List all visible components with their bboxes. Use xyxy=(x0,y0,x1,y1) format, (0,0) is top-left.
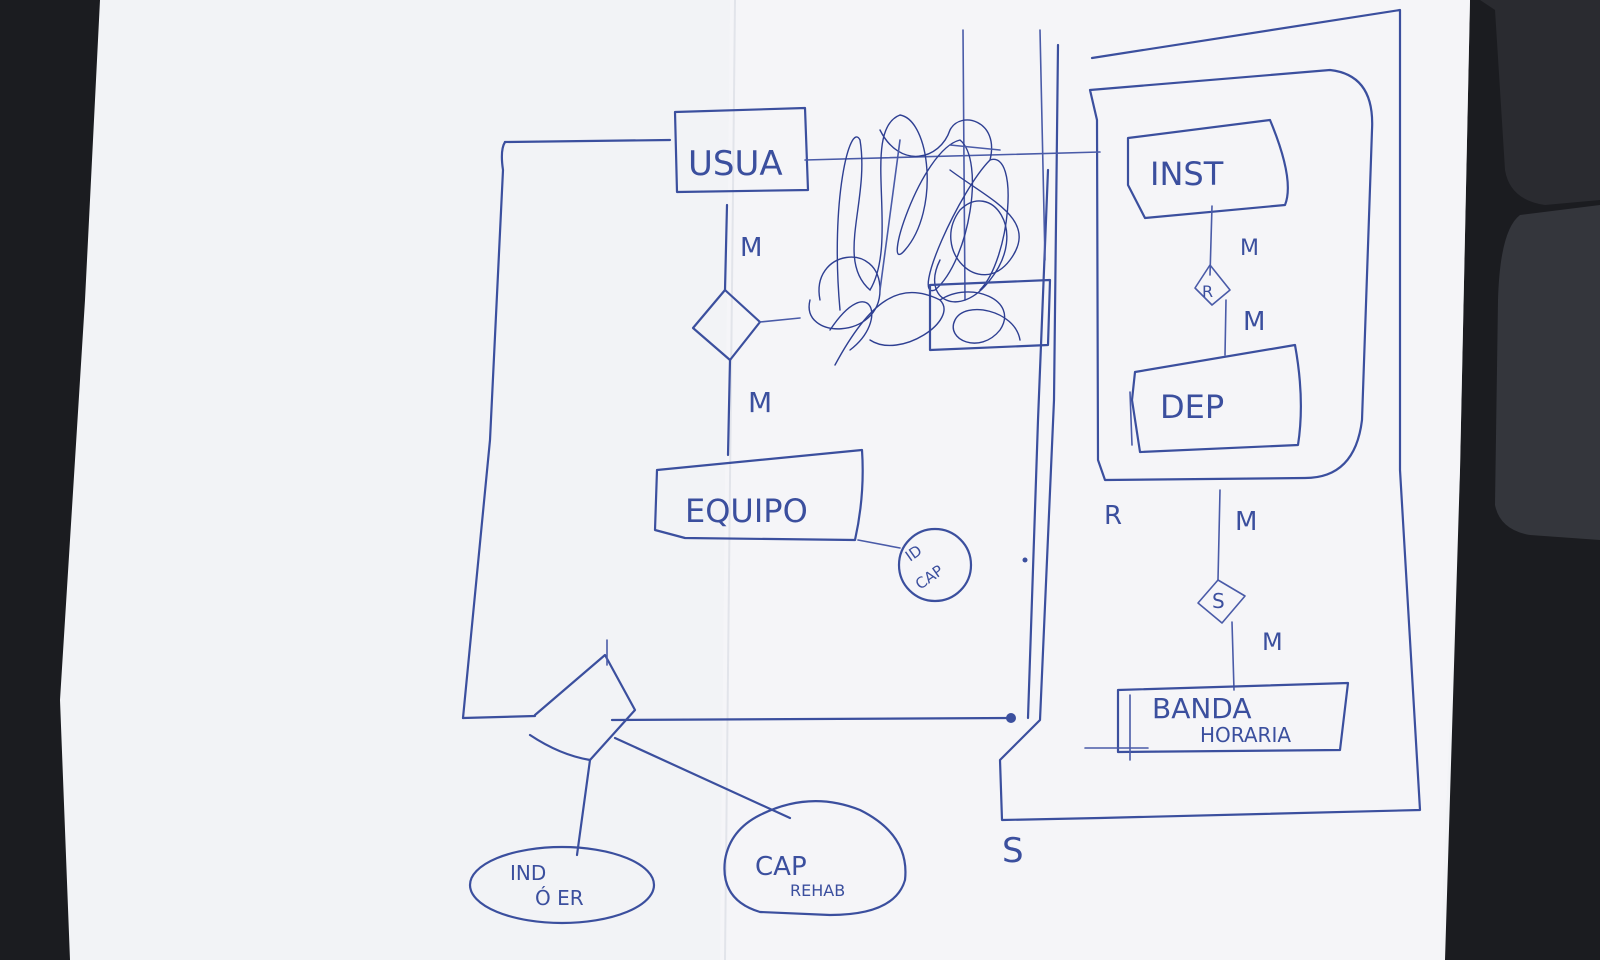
equipo-label: EQUIPO xyxy=(685,492,808,530)
s-frame-label: S xyxy=(1002,831,1024,871)
usuario-to-inst-line xyxy=(804,151,1101,161)
inst-card: M xyxy=(1240,236,1259,261)
scribbled-out-area xyxy=(808,29,1052,366)
s-rel-label: S xyxy=(1212,589,1225,613)
equipo-box xyxy=(653,448,864,542)
dep-box-left-edge xyxy=(1129,391,1133,446)
junction-dot-small xyxy=(1022,557,1028,563)
s-rel-diamond xyxy=(1197,579,1246,624)
usuario-label: USUA xyxy=(688,144,783,184)
left-frame-bottom-right xyxy=(610,716,1012,722)
left-frame-bottom-left xyxy=(461,714,537,720)
inst-to-r-line xyxy=(1209,205,1213,276)
device-bottom xyxy=(1495,205,1600,540)
s-frame-vertical xyxy=(962,29,966,301)
dep-to-s-line xyxy=(1217,489,1221,581)
equipo-to-idcap-line xyxy=(857,539,901,549)
banda-horaria-box xyxy=(1116,681,1350,754)
paper-fold xyxy=(724,0,736,960)
usuario-to-rel-line xyxy=(723,203,729,292)
rel-to-equipo-line xyxy=(726,358,732,457)
usuario-box xyxy=(673,106,810,194)
usuario-card: M xyxy=(740,233,762,263)
bottom-rel-diamond xyxy=(528,653,637,762)
left-frame-top xyxy=(503,138,672,144)
diamond-to-cap-line xyxy=(613,736,792,820)
dep-label: DEP xyxy=(1160,388,1224,426)
s-to-banda-line xyxy=(1231,621,1235,691)
diamond-to-ind-line xyxy=(575,758,592,857)
device-top xyxy=(1480,0,1600,205)
equipo-card: M xyxy=(748,386,772,419)
ind-der-attribute xyxy=(468,845,656,925)
inst-label: INST xyxy=(1150,155,1224,193)
ind-der-line2: Ó ER xyxy=(535,886,584,910)
r-rel-diamond xyxy=(1194,264,1231,306)
id-cap-attribute xyxy=(897,527,973,603)
cap-rehab-line1: CAP xyxy=(755,852,807,882)
banda-line2: HORARIA xyxy=(1200,723,1291,747)
cap-rehab-attribute xyxy=(723,800,907,917)
r-rel-label: R xyxy=(1202,282,1213,301)
cap-rehab-line2: REHAB xyxy=(790,881,845,900)
dep-box xyxy=(1130,343,1302,454)
inst-box xyxy=(1126,118,1289,220)
s-banda-card: M xyxy=(1262,628,1283,656)
rel-to-scribble-line xyxy=(759,317,801,323)
r-frame-label: R xyxy=(1104,501,1122,531)
s-frame xyxy=(998,8,1422,822)
paper-highlight xyxy=(120,0,1470,960)
banda-line1: BANDA xyxy=(1152,692,1252,725)
dep-s-card: M xyxy=(1235,507,1257,537)
left-frame-left xyxy=(461,140,507,720)
r-to-dep-line xyxy=(1224,299,1227,356)
dep-card: M xyxy=(1243,307,1265,337)
r-frame xyxy=(1088,68,1374,482)
ind-der-line1: IND xyxy=(510,861,546,885)
junction-dot xyxy=(1006,713,1016,723)
